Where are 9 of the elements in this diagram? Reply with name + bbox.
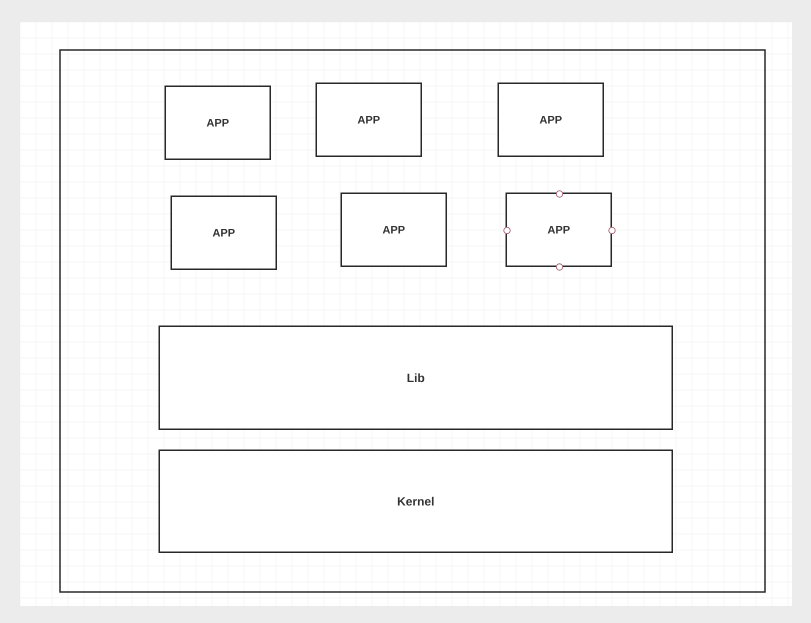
frame-box — [59, 49, 766, 593]
app-box: APP — [164, 86, 271, 160]
layer-box: Lib — [158, 325, 673, 430]
app-box: APP — [170, 195, 277, 270]
layer-box: Kernel — [158, 449, 673, 553]
app-box: APP — [316, 82, 422, 157]
app-box: APP — [506, 192, 612, 267]
app-box: APP — [498, 82, 604, 157]
app-box: APP — [340, 192, 447, 267]
